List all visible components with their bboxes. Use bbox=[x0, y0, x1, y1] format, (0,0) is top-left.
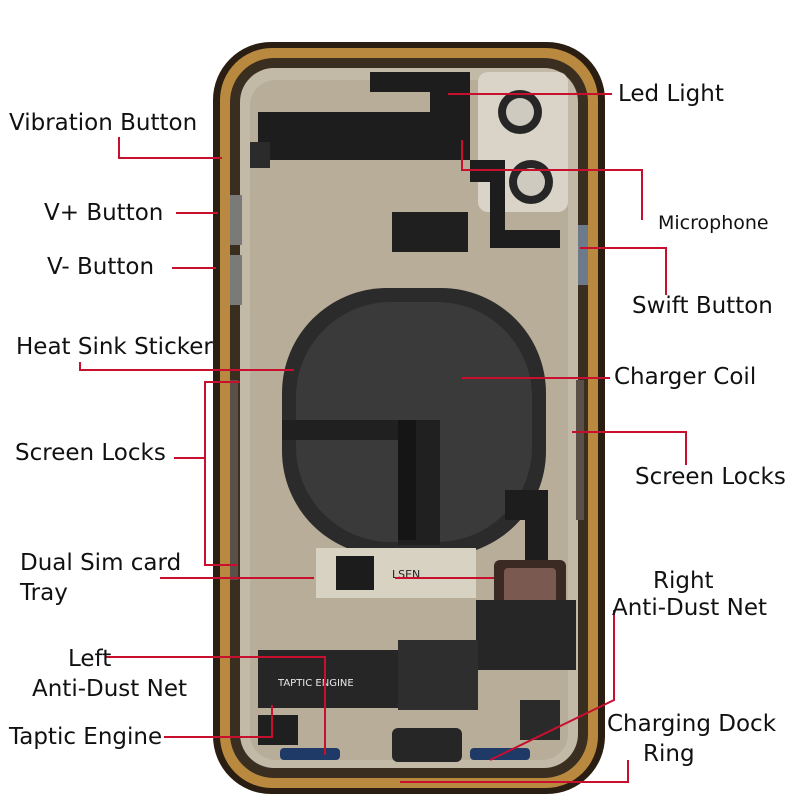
label-microphone: Microphone bbox=[658, 212, 769, 234]
leader-screen-locks-right bbox=[572, 431, 687, 465]
label-screen-locks-right: Screen Locks bbox=[635, 464, 786, 490]
label-v-plus-button: V+ Button bbox=[44, 200, 164, 226]
leader-microphone bbox=[461, 140, 643, 220]
leader-heat-sink bbox=[79, 362, 294, 371]
label-swift-button: Swift Button bbox=[632, 293, 773, 319]
left-dust-net bbox=[280, 748, 340, 760]
volume-down-button bbox=[230, 255, 242, 305]
label-left-dust-line1: Left bbox=[68, 646, 112, 672]
right-dust-net bbox=[470, 748, 530, 760]
label-taptic-engine: Taptic Engine bbox=[9, 724, 163, 750]
leader-screen-locks-left-2 bbox=[204, 458, 237, 566]
volume-up-button bbox=[230, 195, 242, 245]
leader-taptic bbox=[164, 705, 273, 738]
qr-code bbox=[336, 556, 374, 590]
taptic-engine-body bbox=[258, 650, 398, 708]
label-right-dust-line1: Right bbox=[653, 568, 714, 594]
label-dual-sim-line2: Tray bbox=[20, 580, 68, 606]
label-dual-sim-line1: Dual Sim card bbox=[20, 550, 182, 576]
bottom-flex bbox=[398, 640, 478, 710]
side-button bbox=[578, 225, 588, 285]
leader-left-dust bbox=[106, 656, 326, 755]
serial-print: LSEN bbox=[392, 568, 420, 581]
top-connector bbox=[370, 72, 470, 112]
charging-port bbox=[392, 728, 462, 762]
label-charging-dock-line1: Charging Dock bbox=[607, 711, 777, 737]
label-left-dust-line2: Anti-Dust Net bbox=[32, 676, 187, 702]
right-flex bbox=[505, 490, 548, 560]
left-screen-locks bbox=[230, 380, 238, 580]
label-heat-sink-sticker: Heat Sink Sticker bbox=[16, 334, 213, 360]
leader-swift bbox=[580, 247, 667, 295]
label-screen-locks-left: Screen Locks bbox=[15, 440, 166, 466]
leader-charging-dock bbox=[400, 760, 629, 783]
speaker-block bbox=[476, 600, 576, 670]
vibration-switch bbox=[250, 142, 270, 168]
label-charger-coil: Charger Coil bbox=[614, 364, 757, 390]
leader-vibration bbox=[118, 137, 222, 159]
label-vibration-button: Vibration Button bbox=[9, 110, 198, 136]
shield-patch bbox=[392, 212, 468, 252]
taptic-engine-print: TAPTIC ENGINE bbox=[277, 678, 354, 689]
leader-screen-locks-left bbox=[174, 381, 240, 459]
label-right-dust-line2: Anti-Dust Net bbox=[612, 595, 767, 621]
leader-right-dust bbox=[489, 610, 615, 761]
side-flex-cable bbox=[470, 160, 560, 248]
label-led-light: Led Light bbox=[618, 81, 724, 107]
top-flex-cable bbox=[258, 112, 470, 160]
leader-lines bbox=[79, 93, 687, 783]
right-screen-locks bbox=[576, 380, 584, 520]
label-v-minus-button: V- Button bbox=[47, 254, 155, 280]
label-charging-dock-line2: Ring bbox=[643, 741, 695, 767]
